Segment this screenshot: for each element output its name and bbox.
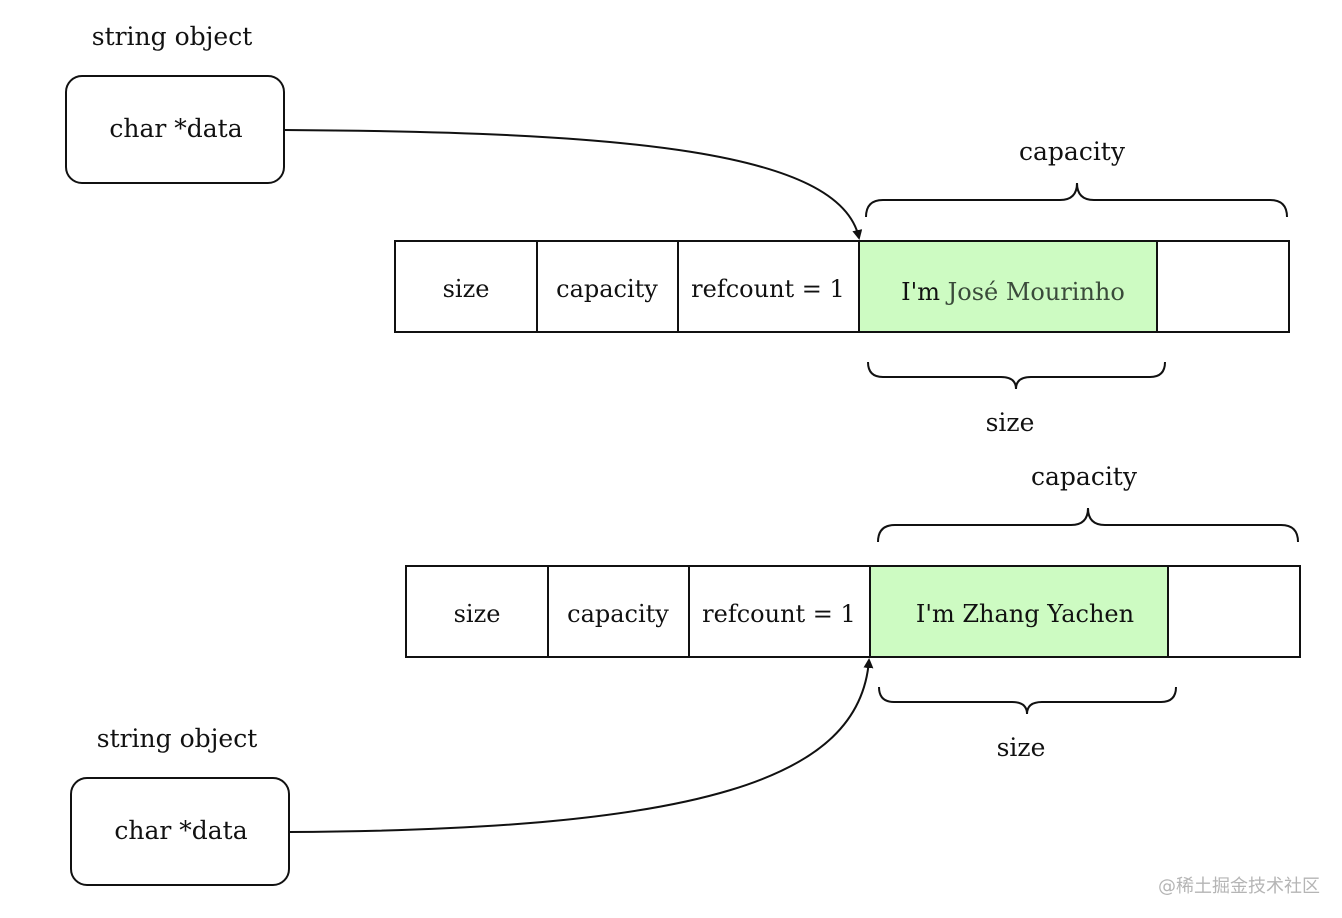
top-refcount-cell	[677, 240, 860, 333]
top-capacity-cell-text: capacity	[556, 275, 658, 303]
top-capacity-cell	[536, 240, 679, 333]
bottom-size-brace	[878, 686, 1177, 715]
bottom-capacity-brace-label: capacity	[1031, 462, 1138, 491]
bottom-refcount-cell-text: refcount = 1	[702, 600, 856, 628]
top-size-brace-label: size	[986, 408, 1035, 437]
top-pointer-field: char *data	[109, 114, 242, 143]
bottom-spare-cell	[1167, 565, 1301, 658]
top-data-prefix: I'm	[901, 278, 947, 306]
top-size-cell	[394, 240, 538, 333]
bottom-data-cell	[869, 565, 1169, 658]
bottom-pointer-arrow	[288, 658, 874, 833]
bottom-data-cell-text: I'm Zhang Yachen	[916, 600, 1134, 628]
top-pointer-arrow	[283, 129, 863, 240]
top-spare-cell	[1156, 240, 1290, 333]
bottom-size-cell-text: size	[454, 600, 501, 628]
bottom-string-object-label: string object	[97, 724, 258, 753]
top-data-cell	[858, 240, 1158, 333]
bottom-pointer-field: char *data	[114, 816, 247, 845]
bottom-size-cell	[405, 565, 549, 658]
top-pointer-box	[65, 75, 285, 184]
bottom-size-brace-label: size	[997, 733, 1046, 762]
top-string-object-label: string object	[92, 22, 253, 51]
top-data-value: José Mourinho	[945, 278, 1125, 306]
top-size-brace	[867, 361, 1166, 390]
watermark: @稀土掘金技术社区	[1158, 876, 1320, 897]
top-capacity-brace	[865, 182, 1288, 218]
bottom-capacity-cell-text: capacity	[567, 600, 669, 628]
top-data-cell-text: I'm José Mourinho	[901, 278, 1125, 306]
top-size-cell-text: size	[443, 275, 490, 303]
top-capacity-brace-label: capacity	[1019, 137, 1126, 166]
bottom-capacity-cell	[547, 565, 690, 658]
top-refcount-cell-text: refcount = 1	[691, 275, 845, 303]
bottom-capacity-brace	[877, 507, 1299, 543]
